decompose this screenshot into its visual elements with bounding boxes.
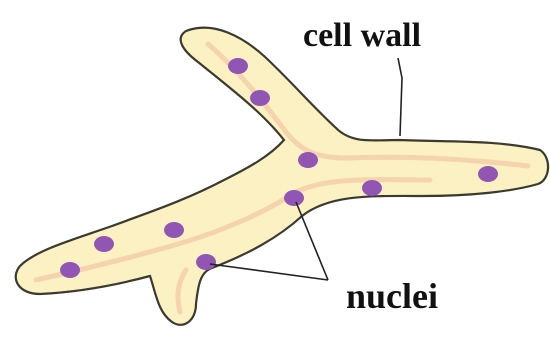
nucleus xyxy=(298,152,318,168)
nucleus xyxy=(60,262,80,278)
nucleus xyxy=(250,90,270,106)
nucleus xyxy=(228,58,248,74)
nucleus xyxy=(94,236,114,252)
nuclei-label: nuclei xyxy=(346,276,438,316)
nucleus xyxy=(284,190,304,206)
nucleus xyxy=(196,254,216,270)
nucleus xyxy=(362,180,382,196)
cell-wall-leader-line xyxy=(398,58,402,136)
cell-wall-label: cell wall xyxy=(303,17,421,54)
nucleus xyxy=(164,222,184,238)
hypha-cell-body xyxy=(16,28,548,325)
nuclei-leader-line-1 xyxy=(296,202,328,280)
nucleus xyxy=(478,166,498,182)
nuclei-leader-line-2 xyxy=(210,264,328,280)
